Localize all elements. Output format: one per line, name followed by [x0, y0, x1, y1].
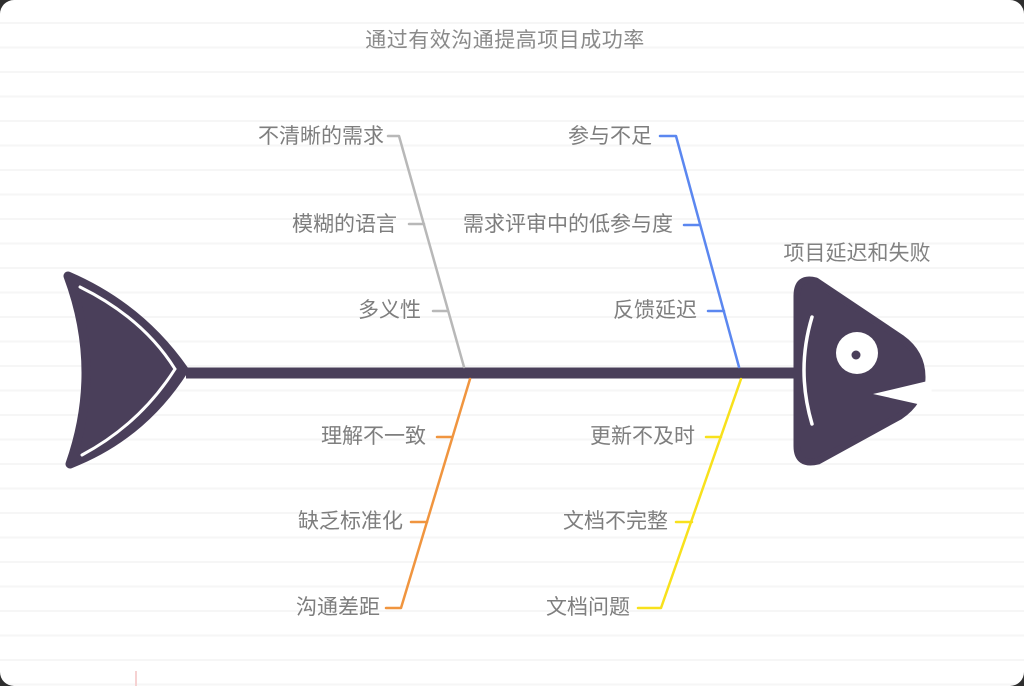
- branch-lines: [384, 134, 743, 610]
- branch-line-bottom-right: [636, 377, 743, 610]
- cause-label-top-right-0[interactable]: 参与不足: [568, 125, 652, 148]
- cause-label-bottom-right-2[interactable]: 文档问题: [546, 596, 630, 619]
- page-boundary-marker: [135, 671, 137, 686]
- fish-mouth-icon: [873, 380, 932, 407]
- fish-head[interactable]: [793, 276, 932, 466]
- cause-label-bottom-left-1[interactable]: 缺乏标准化: [298, 510, 403, 533]
- cause-label-top-left-2[interactable]: 多义性: [358, 299, 421, 322]
- cause-label-top-left-0[interactable]: 不清晰的需求: [258, 125, 384, 148]
- branch-line-bottom-left: [384, 377, 472, 610]
- cause-label-bottom-left-0[interactable]: 理解不一致: [321, 425, 426, 448]
- cause-label-bottom-left-2[interactable]: 沟通差距: [296, 596, 380, 619]
- cause-label-top-right-1[interactable]: 需求评审中的低参与度: [463, 213, 673, 236]
- tail-highlight: [78, 285, 177, 457]
- cause-label-top-right-2[interactable]: 反馈延迟: [613, 299, 697, 322]
- fish-tail[interactable]: [63, 271, 189, 469]
- fish-eye-pupil-icon: [851, 350, 861, 360]
- cause-label-bottom-right-1[interactable]: 文档不完整: [563, 510, 668, 533]
- cause-label-bottom-right-0[interactable]: 更新不及时: [590, 425, 695, 448]
- effect-node-label[interactable]: 项目延迟和失败: [783, 242, 931, 265]
- branch-line-top-left: [386, 134, 466, 369]
- cause-label-top-left-1[interactable]: 模糊的语言: [292, 213, 397, 236]
- diagram-title[interactable]: 通过有效沟通提高项目成功率: [365, 29, 645, 52]
- branch-line-top-right: [658, 134, 741, 369]
- fish-gill-icon: [802, 315, 814, 426]
